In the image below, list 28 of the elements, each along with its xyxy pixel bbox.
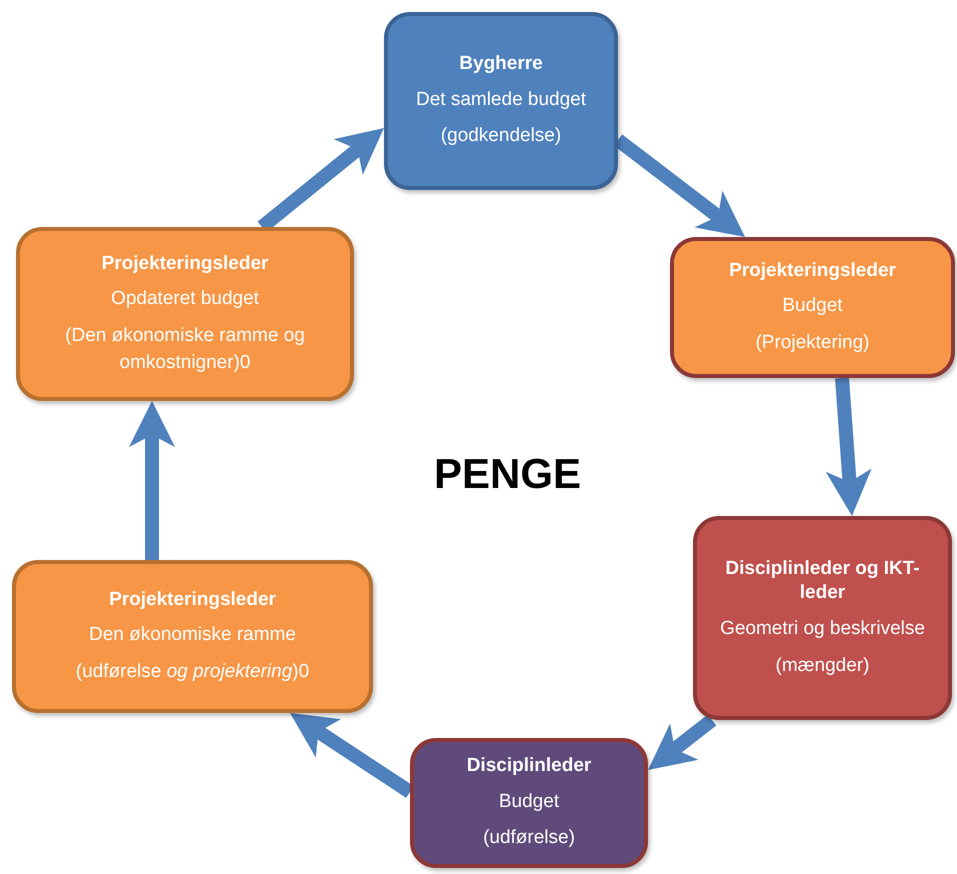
box-text: (udførelse og projektering)0	[76, 660, 310, 684]
box-text: Det samlede budget	[416, 88, 586, 112]
box-heading: Projekteringsleder	[109, 588, 276, 612]
box-text: Opdateret budget	[111, 287, 259, 312]
rounded-box	[410, 738, 648, 868]
box-text: (Den økonomiske ramme og omkostnigner)0	[64, 324, 306, 375]
box-text: Budget	[782, 294, 843, 318]
box-text: (mængder)	[776, 654, 870, 678]
rounded-box	[12, 560, 373, 713]
box-text: Geometri og beskrivelse	[720, 617, 925, 642]
rounded-box	[16, 227, 354, 401]
block-arrow	[826, 378, 872, 516]
rounded-box	[670, 237, 955, 378]
box-heading: Projekteringsleder	[729, 258, 896, 283]
box-heading: Disciplinleder og IKT-leder	[724, 556, 921, 606]
box-text: Den økonomiske ramme	[89, 623, 296, 648]
rounded-box	[693, 516, 952, 720]
box-heading: Disciplinleder	[466, 754, 592, 778]
block-arrow	[648, 714, 716, 770]
center-label: PENGE	[432, 450, 582, 498]
box-text: (udførelse)	[483, 826, 575, 850]
block-arrow	[129, 401, 175, 560]
rounded-box	[384, 12, 618, 190]
box-heading: Projekteringsleder	[102, 252, 268, 276]
box-text: (Projektering)	[755, 330, 870, 355]
box-text: Budget	[498, 790, 560, 814]
box-text: (godkendelse)	[440, 124, 562, 148]
box-heading: Bygherre	[459, 52, 543, 76]
